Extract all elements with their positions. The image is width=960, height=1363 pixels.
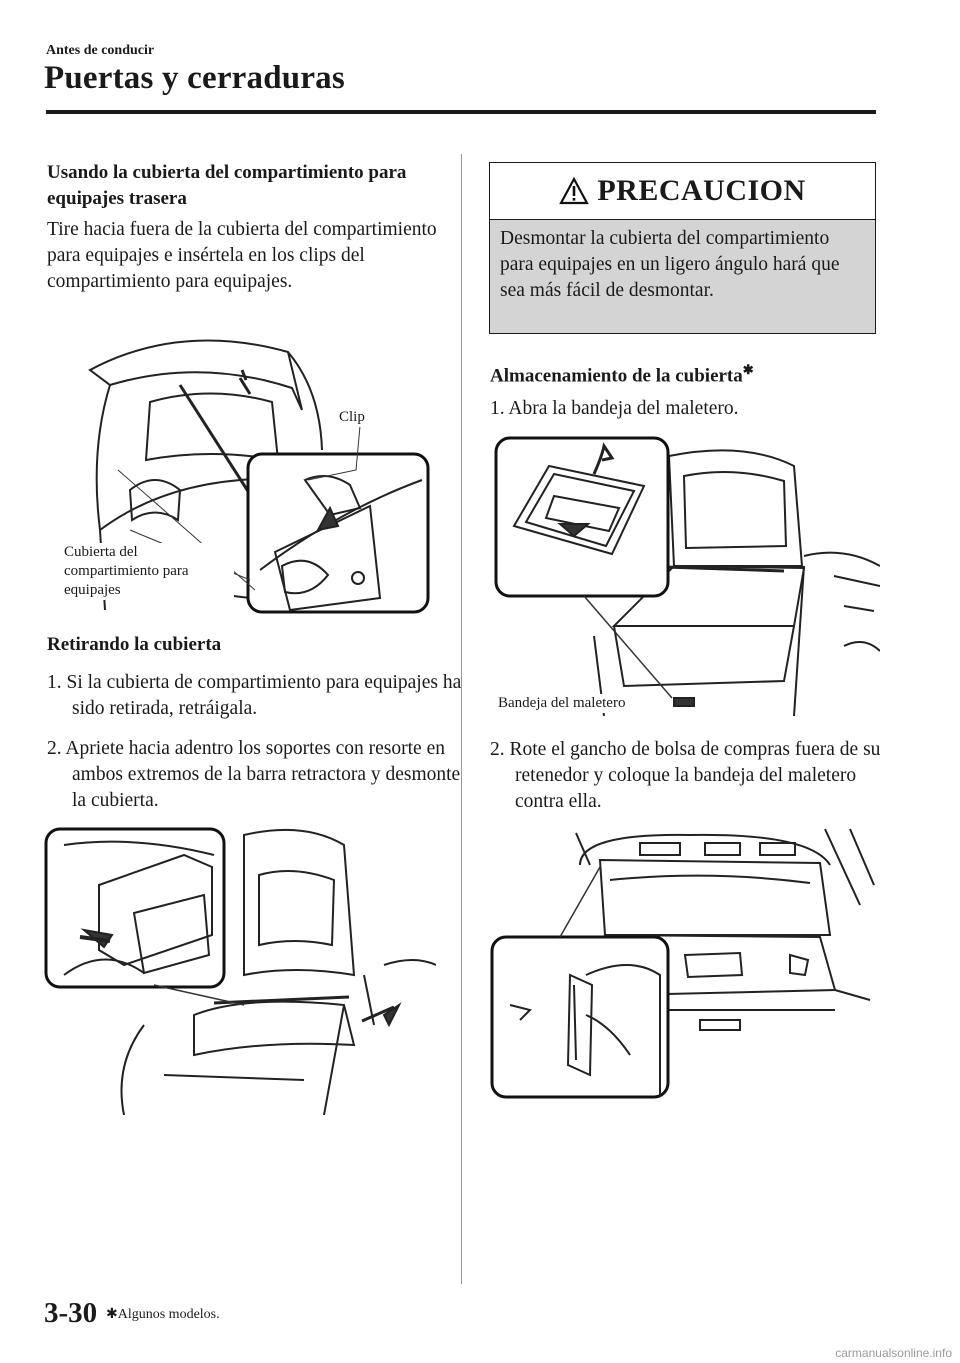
- label-cargo-cover: Cubierta del compartimiento para equipaj…: [64, 543, 234, 600]
- footnote-some-models: ✱Algunos modelos.: [106, 1306, 220, 1323]
- watermark: carmanualsonline.info: [835, 1346, 952, 1360]
- caution-box: PRECAUCION Desmontar la cubierta del com…: [489, 162, 876, 334]
- footnote-mark: ✱: [106, 1307, 118, 1322]
- heading-storing-cover: Almacenamiento de la cubierta✱: [490, 357, 880, 389]
- label-luggage-tray: Bandeja del maletero: [498, 694, 626, 713]
- illustration-luggage-tray: [494, 436, 881, 717]
- heading-removing-cover: Retirando la cubierta: [47, 634, 222, 655]
- illustration-retractor-removal: [44, 827, 437, 1116]
- heading-using-cover: Usando la cubierta del compartimiento pa…: [47, 162, 407, 209]
- warning-triangle-icon: [559, 177, 590, 205]
- footnote-text: Algunos modelos.: [117, 1307, 220, 1322]
- step-retract-cover: 1. Si la cubierta de compartimiento para…: [47, 672, 462, 719]
- figure-cargo-cover-clip: Clip Cubierta del compartimiento para eq…: [60, 330, 436, 615]
- step-open-tray: 1. Abra la bandeja del maletero.: [490, 398, 739, 419]
- title-rule: [46, 110, 876, 114]
- figure-shopping-hook: [490, 825, 876, 1100]
- column-divider: [461, 154, 462, 1284]
- heading-storing-cover-text: Almacenamiento de la cubierta: [490, 365, 743, 387]
- step-remove-cover: 2. Apriete hacia adentro los soportes co…: [47, 738, 461, 811]
- page-title: Puertas y cerraduras: [44, 60, 345, 96]
- figure-luggage-tray: Bandeja del maletero: [494, 436, 881, 721]
- illustration-shopping-hook: [490, 828, 875, 1099]
- caution-header: PRECAUCION: [490, 163, 875, 220]
- page-number: 3-30: [44, 1297, 98, 1329]
- caution-text: Desmontar la cubierta del compartimiento…: [490, 220, 875, 333]
- some-models-mark: ✱: [742, 362, 754, 377]
- paragraph-using-cover: Tire hacia fuera de la cubierta del comp…: [47, 219, 437, 292]
- caution-title: PRECAUCION: [597, 174, 806, 207]
- step-rotate-hook: 2. Rote el gancho de bolsa de compras fu…: [490, 739, 881, 812]
- label-clip: Clip: [339, 408, 365, 427]
- section-label: Antes de conducir: [46, 43, 155, 58]
- figure-remove-retractor: [44, 825, 437, 1116]
